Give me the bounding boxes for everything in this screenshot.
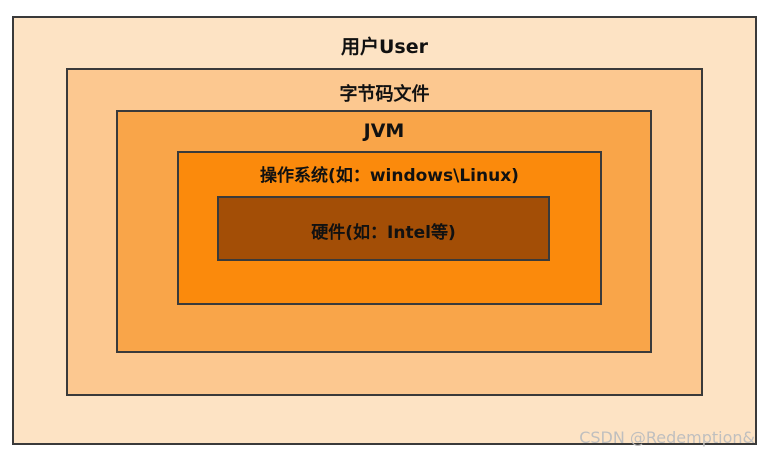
- os-layer-box: 操作系统(如：windows\Linux) 硬件(如：Intel等): [177, 151, 602, 305]
- hardware-layer-box: 硬件(如：Intel等): [217, 196, 550, 261]
- jvm-layer-box: JVM 操作系统(如：windows\Linux) 硬件(如：Intel等): [116, 110, 652, 353]
- watermark-text: CSDN @Redemption&: [579, 428, 755, 447]
- user-layer-label: 用户User: [341, 36, 428, 58]
- os-layer-label: 操作系统(如：windows\Linux): [260, 166, 519, 186]
- bytecode-layer-label: 字节码文件: [339, 84, 430, 105]
- bytecode-layer-box: 字节码文件 JVM 操作系统(如：windows\Linux) 硬件(如：Int…: [66, 68, 703, 396]
- user-layer-box: 用户User 字节码文件 JVM 操作系统(如：windows\Linux) 硬…: [12, 16, 757, 445]
- jvm-layer-label: JVM: [363, 120, 405, 142]
- hardware-layer-label: 硬件(如：Intel等): [311, 223, 456, 243]
